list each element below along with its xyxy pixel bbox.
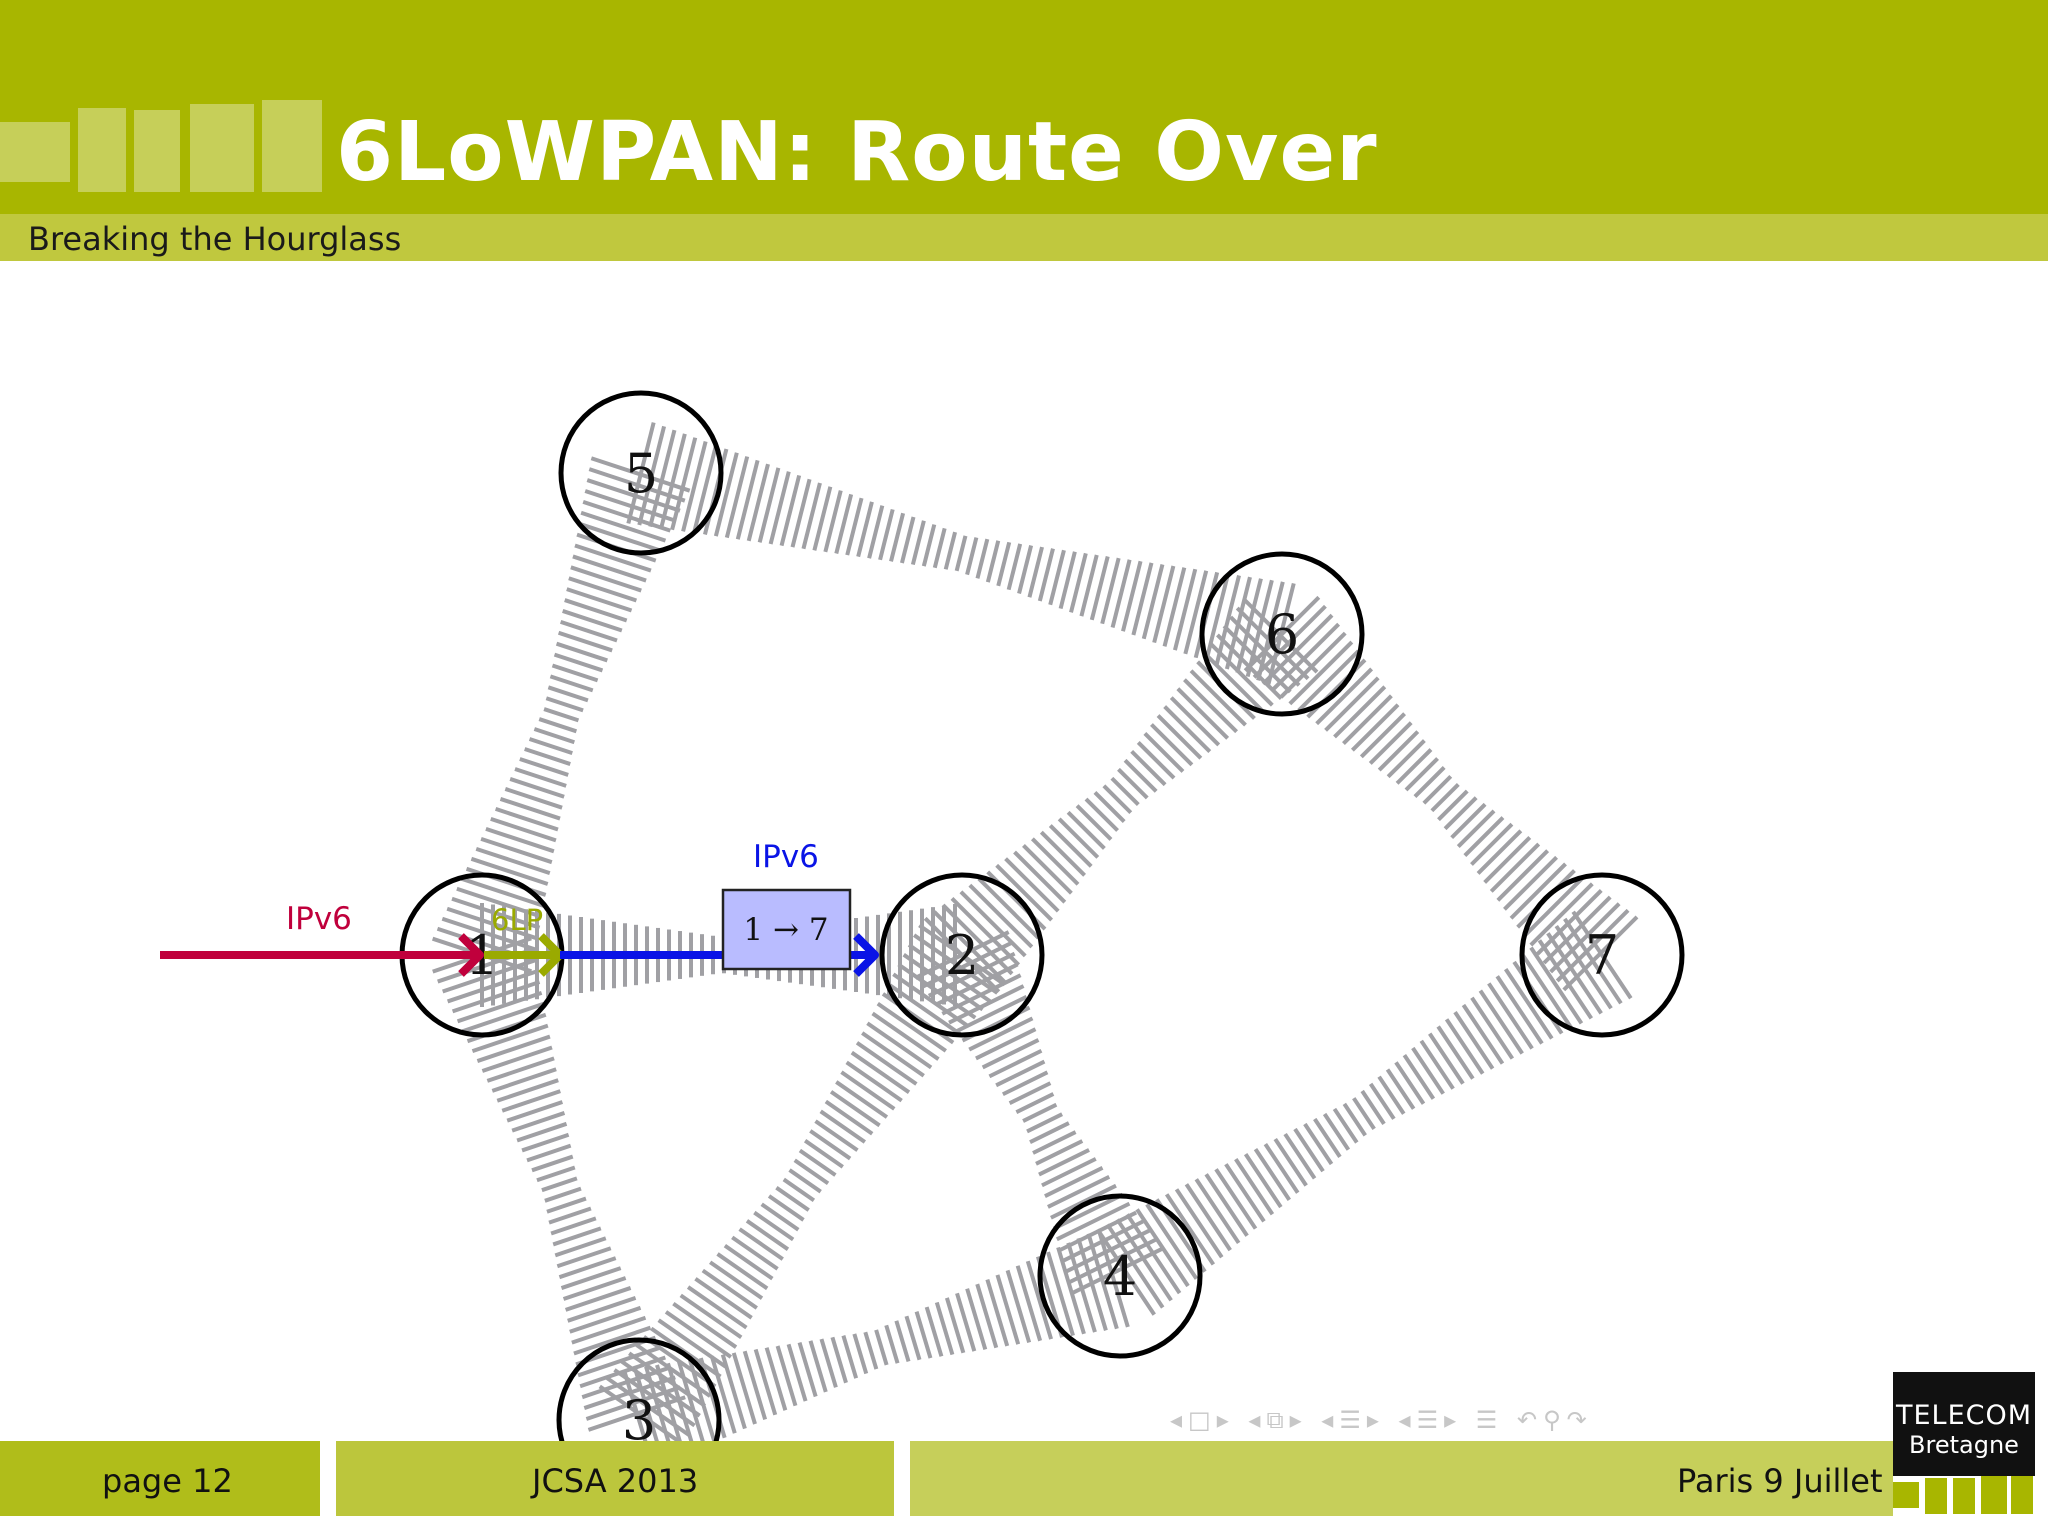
beamer-nav-icons[interactable]: ◂□▸ ◂⧉▸ ◂☰▸ ◂☰▸ ☰ ↶⚲↷ bbox=[1170, 1406, 1593, 1436]
logo-line1: TELECOM bbox=[1895, 1400, 2033, 1431]
slide-subtitle: Breaking the Hourglass bbox=[28, 220, 402, 258]
header-logo-watermark bbox=[0, 100, 322, 192]
nav-right-arrow-icon[interactable]: ▸ bbox=[1216, 1406, 1235, 1434]
link-1-5 bbox=[431, 456, 691, 974]
node-circle bbox=[1037, 1193, 1203, 1359]
footer-page-number: page 12 bbox=[102, 1462, 233, 1500]
nav-right-arrow-icon[interactable]: ▸ bbox=[1366, 1406, 1385, 1434]
header-bar bbox=[0, 0, 2048, 214]
section-icon[interactable]: ⧉ bbox=[1266, 1406, 1290, 1434]
subtitle-bar bbox=[0, 214, 2048, 261]
node-label: 6 bbox=[1265, 603, 1299, 666]
nav-left-arrow-icon[interactable]: ◂ bbox=[1170, 1406, 1189, 1434]
logo-line2: Bretagne bbox=[1909, 1431, 2019, 1459]
frame-icon[interactable]: □ bbox=[1188, 1406, 1217, 1434]
back-icon[interactable]: ↶ bbox=[1516, 1406, 1544, 1434]
link-3-4 bbox=[622, 1228, 1130, 1471]
ipv6-incoming-arrowhead bbox=[458, 933, 484, 977]
sixlp-label: 6LP bbox=[491, 903, 543, 937]
node-7: 7 bbox=[1519, 872, 1685, 1038]
nav-left-arrow-icon[interactable]: ◂ bbox=[1321, 1406, 1340, 1434]
node-label: 7 bbox=[1585, 924, 1619, 987]
node-5: 5 bbox=[558, 390, 724, 556]
ipv6-incoming-label: IPv6 bbox=[286, 901, 352, 937]
telecom-bretagne-logo: TELECOM Bretagne bbox=[1893, 1372, 2035, 1476]
link-7-4 bbox=[1095, 910, 1633, 1316]
footer-logo-mark bbox=[1893, 1476, 2033, 1514]
footer-event: JCSA 2013 bbox=[532, 1462, 699, 1500]
node-2: 2 bbox=[879, 872, 1045, 1038]
nav-left-arrow-icon[interactable]: ◂ bbox=[1248, 1406, 1267, 1434]
node-circle bbox=[1519, 872, 1685, 1038]
align-icon[interactable]: ☰ bbox=[1475, 1406, 1504, 1434]
nav-left-arrow-icon[interactable]: ◂ bbox=[1398, 1406, 1417, 1434]
node-circle bbox=[879, 872, 1045, 1038]
packet-arrows: IPv6 6LP IPv6 1 → 7 bbox=[160, 839, 879, 977]
packet-box bbox=[721, 888, 852, 971]
slide-title: 6LoWPAN: Route Over bbox=[336, 105, 1378, 200]
nav-right-arrow-icon[interactable]: ▸ bbox=[1289, 1406, 1308, 1434]
radio-links bbox=[431, 422, 1639, 1471]
node-label: 4 bbox=[1103, 1245, 1137, 1308]
node-circle bbox=[1199, 551, 1365, 717]
footer-page-box bbox=[0, 1441, 320, 1516]
node-label: 5 bbox=[624, 442, 658, 505]
footer-event-box bbox=[336, 1441, 894, 1516]
ipv6-forward-arrowhead bbox=[853, 933, 879, 977]
ipv6-forward-label: IPv6 bbox=[753, 839, 819, 875]
nav-right-arrow-icon[interactable]: ▸ bbox=[1444, 1406, 1463, 1434]
node-4: 4 bbox=[1037, 1193, 1203, 1359]
forward-icon[interactable]: ↷ bbox=[1566, 1406, 1593, 1434]
link-6-7 bbox=[1243, 595, 1639, 992]
search-icon[interactable]: ⚲ bbox=[1543, 1406, 1567, 1434]
link-5-6 bbox=[626, 422, 1296, 685]
node-label: 2 bbox=[945, 924, 979, 987]
link-2-4 bbox=[914, 930, 1165, 1296]
footer-place-box bbox=[910, 1441, 1893, 1516]
node-6: 6 bbox=[1199, 551, 1365, 717]
link-1-3 bbox=[432, 936, 686, 1432]
packet-label: 1 → 7 bbox=[743, 912, 828, 948]
node-circle bbox=[558, 390, 724, 556]
footer-place: Paris 9 Juillet bbox=[1677, 1462, 1883, 1500]
align-icon[interactable]: ☰ bbox=[1416, 1406, 1445, 1434]
subsection-icon[interactable]: ☰ bbox=[1339, 1406, 1367, 1434]
